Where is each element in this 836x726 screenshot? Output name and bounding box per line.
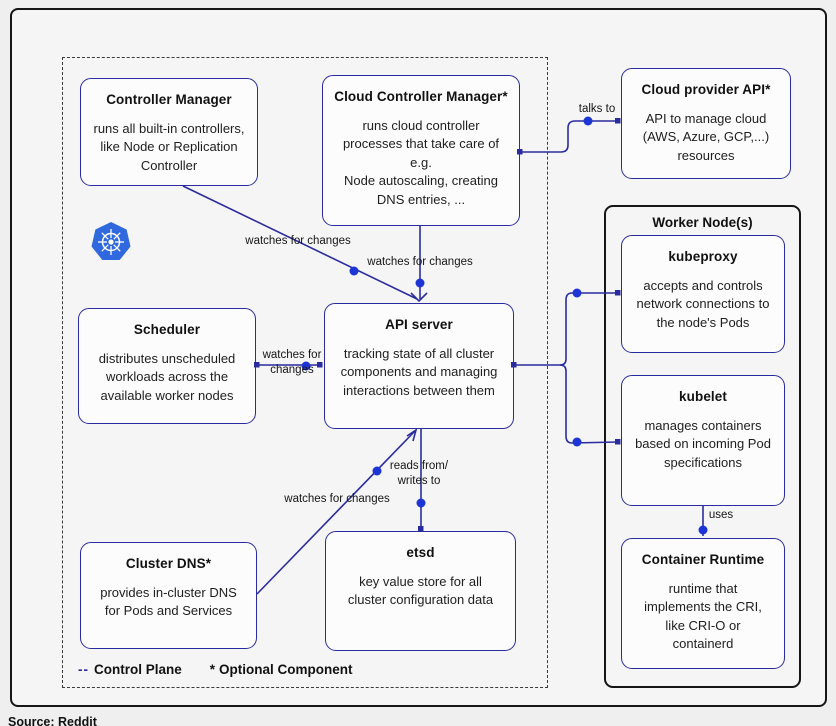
- kubernetes-logo-icon: [91, 222, 131, 260]
- cloud-controller-manager-box: Cloud Controller Manager* runs cloud con…: [322, 75, 520, 226]
- kubeproxy-title: kubeproxy: [668, 249, 738, 264]
- control-plane-dashed-region: [62, 57, 548, 688]
- etsd-box: etsd key value store for all cluster con…: [325, 531, 516, 651]
- cluster-dns-body: provides in-cluster DNS for Pods and Ser…: [100, 585, 237, 619]
- controller-manager-box: Controller Manager runs all built-in con…: [80, 78, 258, 186]
- label-watches-for-changes-scheduler: watches for changes: [262, 349, 322, 376]
- etsd-body: key value store for all cluster configur…: [347, 574, 494, 608]
- cluster-dns-box: Cluster DNS* provides in-cluster DNS for…: [80, 542, 257, 649]
- label-talks-to: talks to: [578, 103, 616, 115]
- controller-manager-body: runs all built-in controllers, like Node…: [93, 121, 245, 173]
- legend-optional-label: Optional Component: [219, 662, 353, 677]
- etsd-title: etsd: [406, 545, 435, 560]
- kubelet-title: kubelet: [679, 389, 727, 404]
- legend-optional-component: *Optional Component: [210, 662, 353, 677]
- label-watches-for-changes-cm: watches for changes: [245, 235, 351, 247]
- kubeproxy-body: accepts and controls network connections…: [636, 278, 770, 330]
- kubeproxy-box: kubeproxy accepts and controls network c…: [621, 235, 785, 353]
- legend-control-plane: -- Control Plane: [78, 662, 182, 677]
- label-watches-for-changes-ccm: watches for changes: [367, 256, 473, 268]
- label-watches-for-changes-dns: watches for changes: [284, 493, 390, 505]
- legend-control-plane-label: Control Plane: [94, 662, 182, 677]
- cloud-provider-api-body: API to manage cloud (AWS, Azure, GCP,...…: [642, 111, 770, 163]
- scheduler-body: distributes unscheduled workloads across…: [98, 351, 236, 403]
- api-server-title: API server: [385, 317, 453, 332]
- cloud-provider-api-title: Cloud provider API*: [641, 82, 771, 97]
- kubelet-box: kubelet manages containers based on inco…: [621, 375, 785, 506]
- cloud-controller-manager-body: runs cloud controller processes that tak…: [342, 118, 500, 207]
- controller-manager-title: Controller Manager: [106, 92, 232, 107]
- api-server-box: API server tracking state of all cluster…: [324, 303, 514, 429]
- label-reads-from-writes-to: reads from/ writes to: [389, 460, 449, 487]
- worker-node-title: Worker Node(s): [652, 215, 753, 230]
- cloud-controller-manager-title: Cloud Controller Manager*: [334, 89, 508, 104]
- cluster-dns-title: Cluster DNS*: [125, 556, 212, 571]
- dashed-line-symbol: --: [78, 662, 89, 677]
- container-runtime-title: Container Runtime: [641, 552, 765, 567]
- cloud-provider-api-box: Cloud provider API* API to manage cloud …: [621, 68, 791, 179]
- legend: -- Control Plane *Optional Component: [78, 662, 353, 677]
- api-server-body: tracking state of all cluster components…: [340, 346, 498, 398]
- label-uses: uses: [708, 509, 734, 521]
- asterisk-symbol: *: [209, 662, 216, 677]
- container-runtime-box: Container Runtime runtime that implement…: [621, 538, 785, 669]
- container-runtime-body: runtime that implements the CRI, like CR…: [644, 581, 762, 652]
- source-caption: Source: Reddit: [8, 715, 97, 726]
- scheduler-title: Scheduler: [133, 322, 201, 337]
- scheduler-box: Scheduler distributes unscheduled worklo…: [78, 308, 256, 424]
- kubelet-body: manages containers based on incoming Pod…: [635, 418, 771, 470]
